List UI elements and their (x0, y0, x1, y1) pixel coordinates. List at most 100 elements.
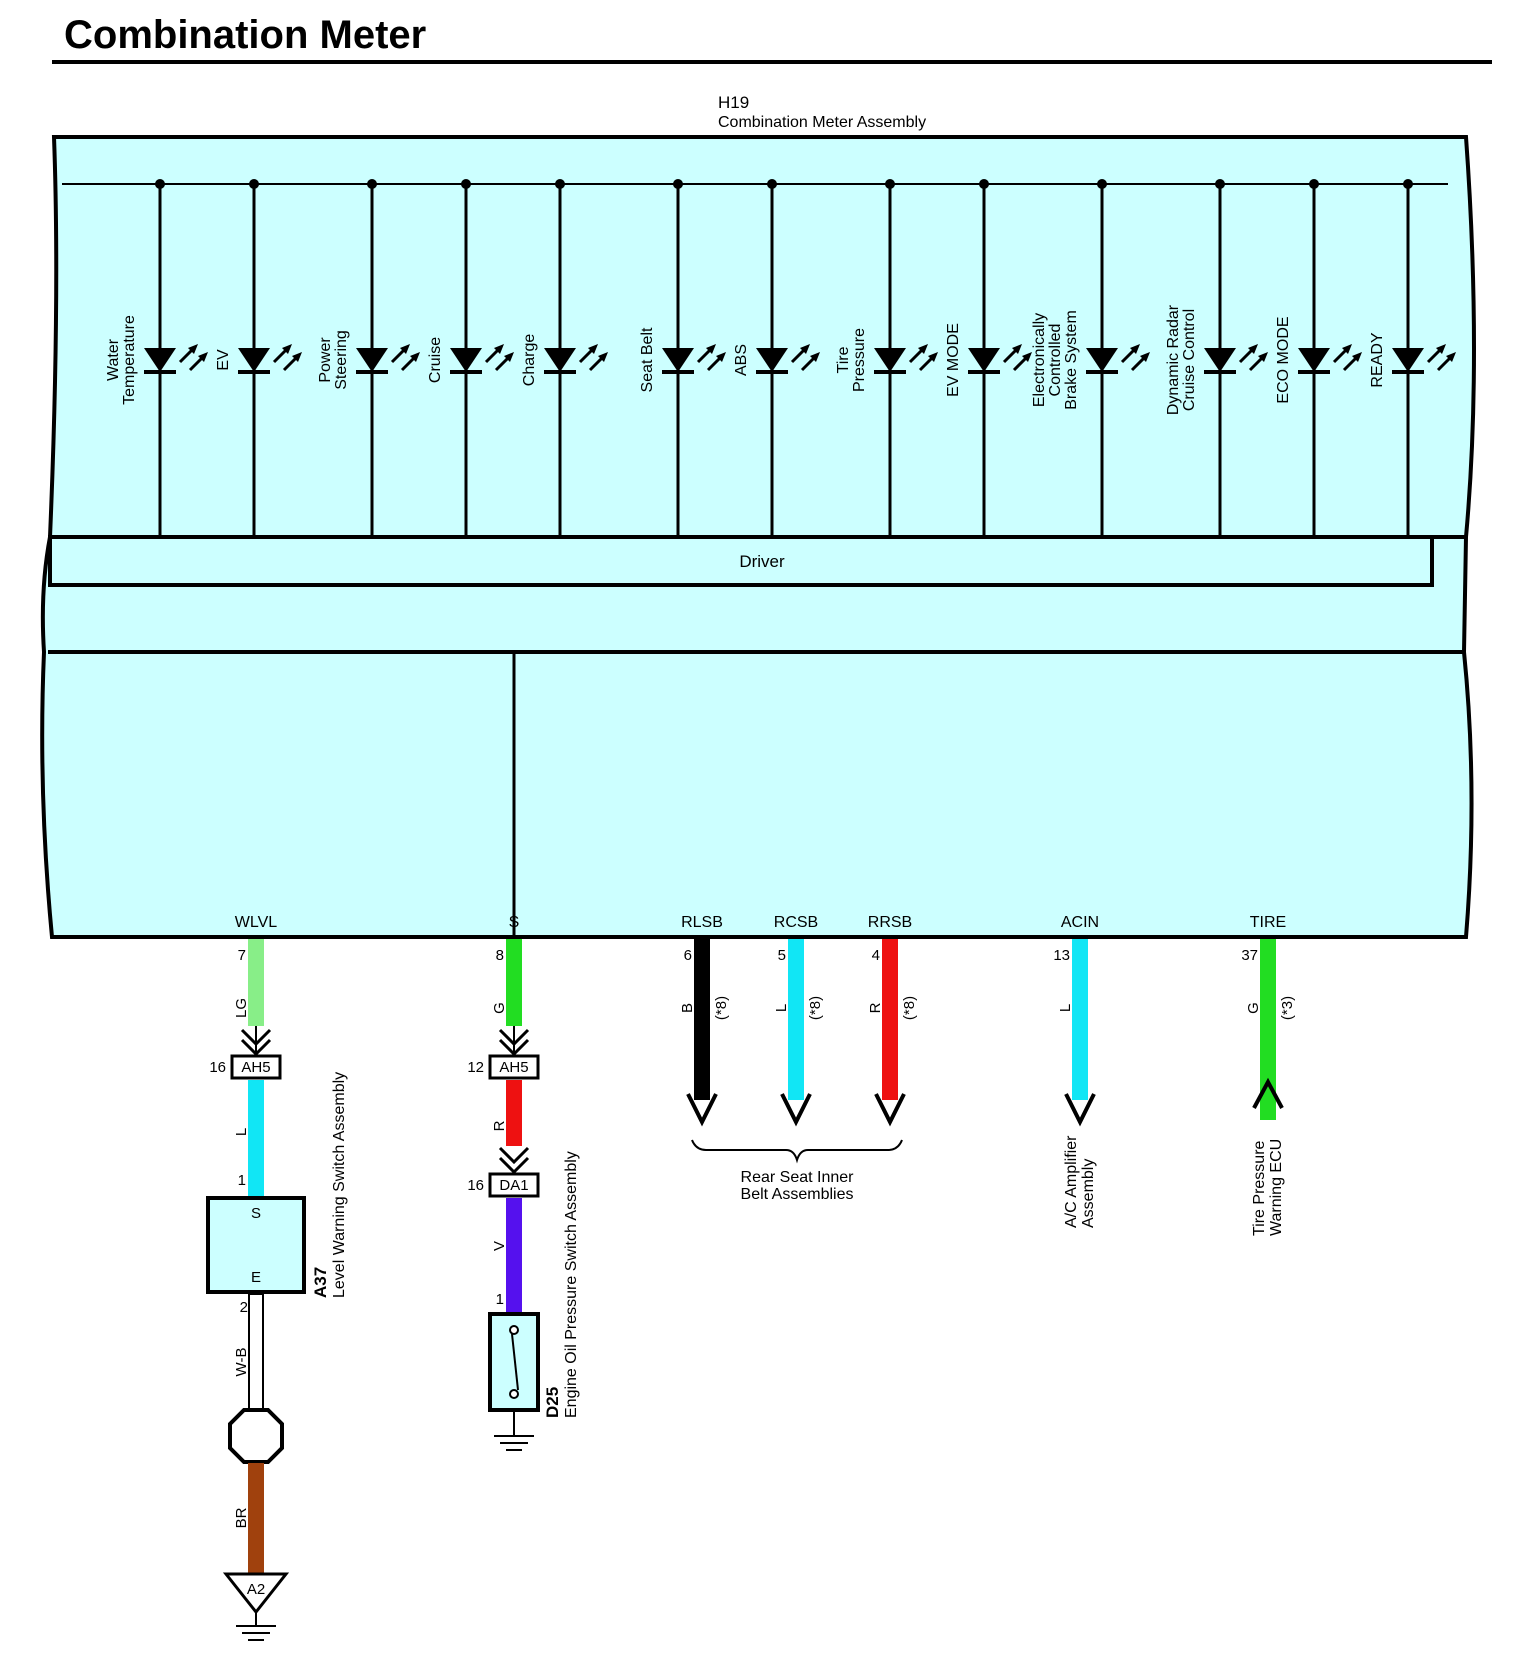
terminal-name: S (509, 914, 520, 931)
wire-s-v (506, 1198, 522, 1314)
terminal-name: TIRE (1250, 914, 1286, 931)
ac-label-2: Assembly (1080, 1159, 1097, 1228)
wire-wb-code: W-B (233, 1348, 250, 1377)
led-label: Pressure (851, 328, 868, 392)
led-label: Electronically (1031, 313, 1048, 407)
rear-seat-label-1: Rear Seat Inner (741, 1169, 855, 1186)
wire-segment (1260, 939, 1276, 1120)
driver-box (48, 535, 1434, 587)
led-icon (450, 348, 482, 372)
rear-seat-brace (691, 1139, 903, 1164)
meter-body (40, 135, 1476, 939)
led-label: Charge (521, 334, 538, 387)
terminal-pin: 4 (872, 947, 880, 964)
terminal-name: RLSB (681, 914, 723, 931)
ground-point-a2 (222, 1572, 290, 1615)
terminal-acin: ACIN 13L (1053, 914, 1099, 1127)
led-icon (1204, 348, 1236, 372)
led-label: Power (317, 337, 334, 383)
output-arrow-icon (874, 1093, 906, 1127)
led-icon (1392, 348, 1424, 372)
wire-segment (506, 939, 522, 1026)
led-label: Tire (835, 346, 852, 373)
switch-a37-term-s: S (251, 1205, 261, 1222)
wire-s-r-code: R (491, 1120, 508, 1131)
led-indicator: ECO MODE (1275, 179, 1362, 537)
tire-label-2: Warning ECU (1268, 1139, 1285, 1236)
wire-code: G (1245, 1002, 1262, 1014)
led-label: READY (1369, 332, 1386, 387)
terminal-pin: 8 (496, 947, 504, 964)
led-icon (756, 348, 788, 372)
switch-d25-name: Engine Oil Pressure Switch Assembly (563, 1151, 580, 1418)
s-branch: AH5 12 R DA1 16 V 1 D25 Engine Oil Press… (467, 1026, 580, 1451)
switch-a37-name: Level Warning Switch Assembly (331, 1072, 348, 1298)
led-label: Dynamic Radar (1165, 304, 1182, 415)
led-label: Brake System (1063, 310, 1080, 410)
switch-d25-code: D25 (543, 1387, 562, 1418)
wire-note: (*8) (901, 996, 918, 1020)
wire-s-r (506, 1080, 522, 1146)
switch-a37-pin-in: 1 (238, 1172, 246, 1189)
tire-label-1: Tire Pressure (1251, 1140, 1268, 1236)
rear-seat-label-2: Belt Assemblies (741, 1186, 854, 1203)
led-label: Cruise Control (1181, 309, 1198, 411)
led-indicator: Seat Belt (639, 179, 726, 537)
led-icon (968, 348, 1000, 372)
ground-point-a2-label: A2 (247, 1581, 265, 1598)
terminal-rrsb: RRSB 4R (*8) (867, 914, 918, 1127)
led-label: EV MODE (945, 323, 962, 397)
terminal-pin: 5 (778, 947, 786, 964)
wire-code: L (773, 1004, 790, 1012)
ac-label-1: A/C Amplifier (1063, 1135, 1080, 1228)
junction-da1-pin: 16 (467, 1177, 484, 1194)
wire-wlvl-l-code: L (233, 1128, 250, 1136)
led-indicator: ABS (733, 179, 820, 537)
switch-d25-pin: 1 (496, 1291, 504, 1308)
wire-code: G (491, 1002, 508, 1014)
led-label: ABS (733, 344, 750, 376)
junction-ah5-wlvl (230, 1054, 282, 1080)
terminal-pin: 13 (1053, 947, 1070, 964)
output-arrow-icon (1064, 1093, 1096, 1127)
led-indicator: Charge (521, 179, 608, 537)
driver-label: Driver (739, 552, 785, 571)
led-indicator: EV MODE (945, 179, 1032, 537)
input-arrow-icon (1252, 1077, 1284, 1109)
led-label: Water (105, 338, 122, 381)
terminal-name: WLVL (235, 914, 277, 931)
terminal-pin: 6 (684, 947, 692, 964)
wire-code: L (1057, 1004, 1074, 1012)
assembly-code: H19 (718, 93, 749, 112)
wire-code: R (867, 1002, 884, 1013)
level-warning-switch (206, 1196, 306, 1294)
wire-segment (788, 939, 804, 1100)
led-icon (144, 348, 176, 372)
terminal-pin: 7 (238, 947, 246, 964)
led-indicator: EV (215, 179, 302, 537)
led-icon (1298, 348, 1330, 372)
junction-ah5-s-pin: 12 (467, 1059, 484, 1076)
terminal-name: ACIN (1061, 914, 1099, 931)
page-title: Combination Meter (64, 13, 426, 57)
switch-a37-pin-out: 2 (240, 1299, 248, 1316)
wire-br (248, 1463, 264, 1573)
led-label: Cruise (427, 337, 444, 383)
wire-segment (248, 939, 264, 1026)
wire-note: (*8) (713, 996, 730, 1020)
terminal-name: RRSB (868, 914, 912, 931)
connector-chevron-da1 (498, 1146, 530, 1175)
junction-da1-label: DA1 (499, 1177, 528, 1194)
terminals: WLVL7LGS8GRLSB6B(*8)RCSB5L(*8)RRSB4R(*8)… (233, 914, 1296, 1127)
wire-code: LG (233, 998, 250, 1018)
led-label: Steering (333, 330, 350, 390)
led-icon (544, 348, 576, 372)
wire-segment (1072, 939, 1088, 1100)
